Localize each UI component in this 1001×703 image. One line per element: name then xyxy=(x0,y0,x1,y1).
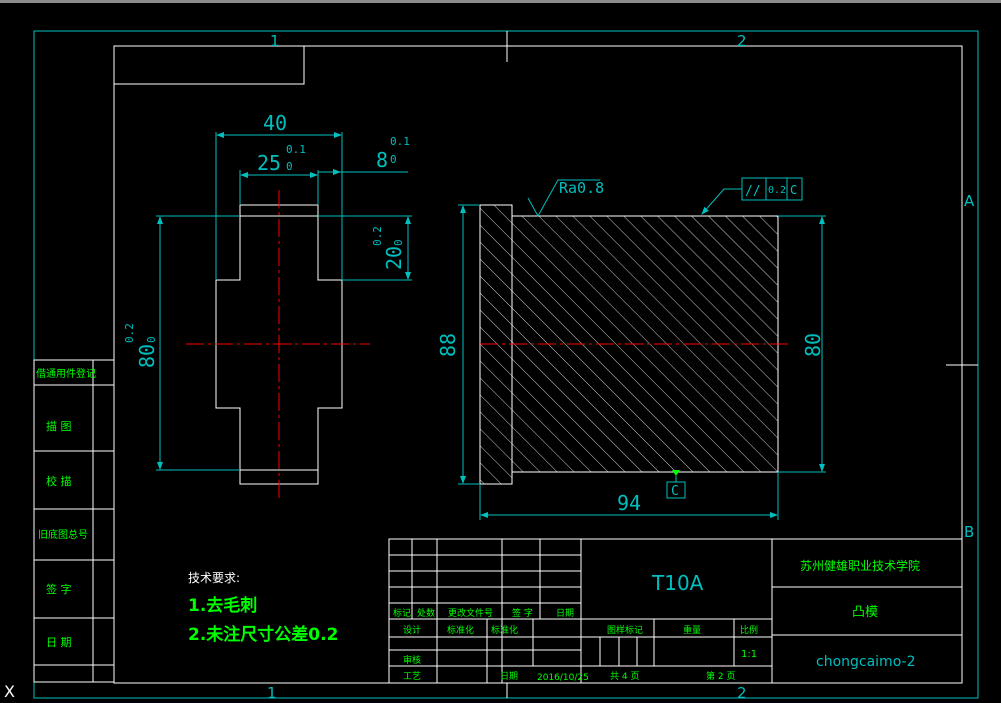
title-part-name: 凸模 xyxy=(852,605,878,620)
panel-label-general-parts: 借通用件登记 xyxy=(36,367,96,380)
label-ratio: 比例 xyxy=(740,624,758,636)
roughness-value: Ra0.8 xyxy=(559,179,604,197)
roughness-symbol-icon xyxy=(527,179,600,218)
dim-left-tol-low: 0 xyxy=(145,336,158,343)
dim-left-tol-up: 0.2 xyxy=(123,323,136,343)
front-view-dimension-lines xyxy=(156,132,412,471)
hdr-mark: 标记 xyxy=(393,607,411,619)
datum-label: C xyxy=(671,484,679,499)
dim-side-left: 88 xyxy=(436,333,460,357)
dim-side-bottom: 94 xyxy=(617,491,641,515)
label-review: 审核 xyxy=(403,654,421,666)
tol-datum: C xyxy=(790,183,797,197)
grid-ref-right-b: B xyxy=(964,523,974,541)
panel-label-signature: 签 字 xyxy=(46,582,72,596)
front-view-center-lines xyxy=(186,190,370,500)
grid-ref-top-1: 1 xyxy=(270,32,280,50)
dim-right-mid: 20 xyxy=(382,246,406,270)
dim-top-overall: 40 xyxy=(263,111,287,135)
dim-right-mid-tol-up: 0.2 xyxy=(371,226,384,246)
tol-parallel-symbol: // xyxy=(745,184,761,199)
label-weight: 重量 xyxy=(683,624,701,636)
title-material: T10A xyxy=(651,571,704,595)
grid-ref-top-2: 2 xyxy=(737,32,747,50)
panel-label-tracing: 描 图 xyxy=(46,419,72,433)
panel-label-date: 日 期 xyxy=(46,636,72,649)
title-school: 苏州健雄职业技术学院 xyxy=(800,558,920,573)
hdr-sign: 签 字 xyxy=(512,607,533,619)
label-standardization-1: 标准化 xyxy=(447,624,474,636)
label-process: 工艺 xyxy=(403,671,421,682)
label-date-value: 2016/10/25 xyxy=(537,673,589,683)
notes-title: 技术要求: xyxy=(188,571,240,585)
dim-right-top: 8 xyxy=(376,148,388,172)
grid-ref-bottom-1: 1 xyxy=(267,684,277,702)
title-drawing-name: chongcaimo-2 xyxy=(816,654,915,670)
label-sheets-total: 共 4 页 xyxy=(610,671,639,682)
left-registration-panel xyxy=(33,359,115,683)
label-sheet-number: 第 2 页 xyxy=(706,670,735,682)
label-design: 设计 xyxy=(403,624,421,636)
geometric-tolerance-frame xyxy=(701,177,803,215)
label-date-row: 日期 xyxy=(500,671,518,682)
grid-ref-bottom-2: 2 xyxy=(737,684,747,702)
title-block-grid xyxy=(388,538,963,684)
label-stage-mark: 图样标记 xyxy=(607,624,643,636)
dim-right-top-tol-up: 0.1 xyxy=(390,135,410,148)
dim-left-height: 80 xyxy=(135,344,159,368)
panel-label-check-tracing: 校 描 xyxy=(46,474,72,488)
hdr-count: 处数 xyxy=(417,607,435,619)
dim-top-inner-tol-low: 0 xyxy=(286,160,293,173)
dim-right-mid-tol-low: 0 xyxy=(392,239,405,246)
label-scale: 1:1 xyxy=(741,649,757,660)
side-view-dimension-lines xyxy=(458,204,826,520)
dim-right-top-tol-low: 0 xyxy=(390,153,397,166)
dim-top-inner-tol-up: 0.1 xyxy=(286,143,306,156)
grid-ref-right-a: A xyxy=(964,192,975,210)
hdr-date: 日期 xyxy=(556,608,574,619)
tol-value: 0.2 xyxy=(768,185,786,196)
notes-line-2: 2.未注尺寸公差0.2 xyxy=(188,624,338,645)
panel-label-old-drawing-no: 旧底图总号 xyxy=(38,528,88,541)
label-standardization-2: 标准化 xyxy=(491,624,518,636)
ucs-cursor-icon: X xyxy=(4,682,15,701)
hdr-doc-no: 更改文件号 xyxy=(448,607,493,619)
viewport-top-strip xyxy=(0,0,1001,3)
datum-marker-icon xyxy=(666,470,686,499)
notes-line-1: 1.去毛刺 xyxy=(188,595,257,616)
dim-top-inner: 25 xyxy=(257,151,281,175)
dim-side-right: 80 xyxy=(801,333,825,357)
